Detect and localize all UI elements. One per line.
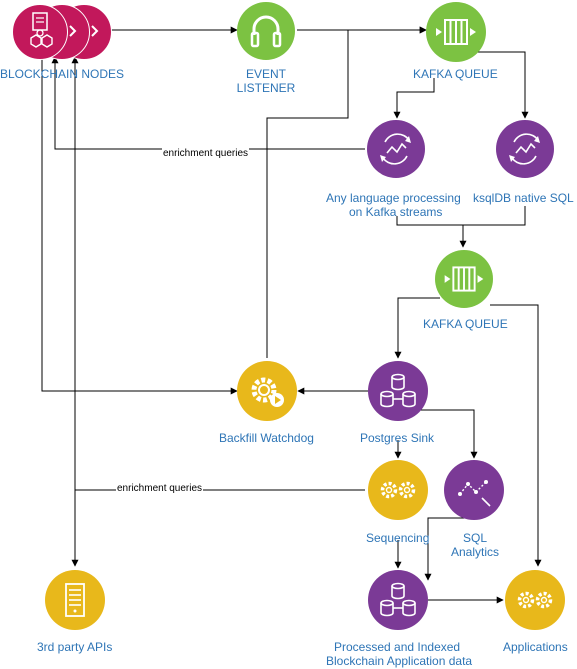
backfill-watchdog-label: Backfill Watchdog (219, 431, 314, 445)
ksqldb-icon[interactable] (496, 120, 554, 178)
edge-kafka-to-ksqldb (472, 51, 529, 119)
headphones-icon[interactable] (237, 2, 295, 60)
sql-analytics-label-2: Analytics (450, 545, 500, 559)
blockchain-node-icon (12, 4, 68, 60)
database-icon[interactable] (368, 570, 428, 630)
ksqldb-label: ksqlDB native SQL (473, 191, 574, 205)
any-language-label-1: Any language processing (326, 191, 461, 205)
sql-analytics-label-1: SQL (462, 531, 487, 545)
event-listener-label-1: EVENT (246, 67, 287, 81)
edge-blockchain-to-backfill (41, 57, 238, 395)
edge-kafkamid-to-postgres (394, 297, 440, 359)
server-icon[interactable] (45, 570, 105, 630)
any-language-label-2: on Kafka streams (349, 205, 443, 219)
edge-postgres-to-analytics (418, 409, 478, 459)
third-party-apis-label: 3rd party APIs (37, 640, 113, 654)
processed-indexed-label-2: Blockchain Application data (326, 654, 473, 668)
stream-processing-icon[interactable] (367, 120, 425, 178)
processed-indexed-label-1: Processed and Indexed (334, 640, 461, 654)
blockchain-nodes[interactable] (12, 4, 112, 60)
edge-kafkamid-to-apps (490, 304, 542, 567)
database-icon[interactable] (368, 361, 428, 421)
enrichment-queries-top-label: enrichment queries (162, 148, 250, 160)
edge-anylang-to-kafkamid (396, 216, 467, 248)
edge-backfill-to-kafka (266, 26, 427, 358)
event-listener-label-2: LISTENER (236, 81, 296, 95)
blockchain-node-marker (68, 24, 78, 38)
edge-analytics-to-processed (424, 517, 470, 581)
postgres-sink-label: Postgres Sink (360, 431, 435, 445)
applications-label: Applications (503, 640, 568, 654)
edge-kafka-to-anylang (393, 78, 435, 119)
queue-icon[interactable] (426, 2, 486, 62)
enrichment-queries-bottom-label: enrichment queries (116, 483, 204, 495)
kafka-queue-mid-label: KAFKA QUEUE (423, 317, 508, 331)
kafka-queue-top-label: KAFKA QUEUE (413, 67, 498, 81)
gears-icon[interactable] (368, 460, 428, 520)
analytics-icon[interactable] (444, 460, 504, 520)
gear-play-icon[interactable] (237, 361, 297, 421)
gears-icon[interactable] (505, 570, 565, 630)
queue-icon[interactable] (435, 250, 493, 308)
sequencing-label: Sequencing (366, 531, 430, 545)
blockchain-nodes-label: BLOCKCHAIN NODES (0, 67, 125, 81)
blockchain-node-marker (90, 24, 100, 38)
edge-anylang-to-blockchain (51, 56, 365, 150)
edge-ksqldb-to-kafkamid (463, 206, 526, 226)
